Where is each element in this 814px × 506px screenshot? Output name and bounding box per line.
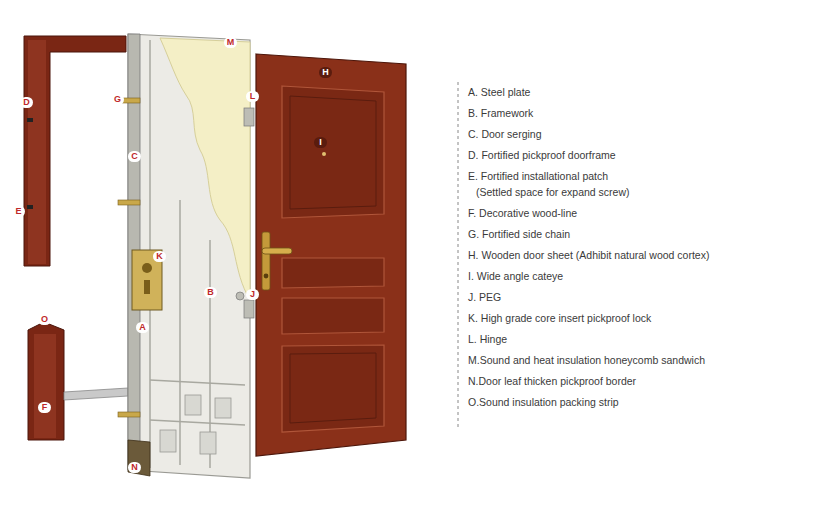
callout-letter: K: [153, 251, 166, 262]
part-legend-item: B. Framework: [468, 107, 533, 120]
callout-letter: L: [246, 91, 259, 102]
part-legend-item: M.Sound and heat insulation honeycomb sa…: [468, 354, 705, 367]
callout-letter: F: [38, 402, 51, 413]
part-legend-item: L. Hinge: [468, 333, 507, 346]
part-legend-item: J. PEG: [468, 291, 501, 304]
part-legend-item: K. High grade core insert pickproof lock: [468, 312, 651, 325]
part-legend-item: A. Steel plate: [468, 86, 530, 99]
callout-letter: O: [38, 314, 51, 325]
callout-letter: M: [224, 37, 237, 48]
part-legend-item: C. Door serging: [468, 128, 542, 141]
part-legend-item: O.Sound insulation packing strip: [468, 396, 619, 409]
callout-letter: J: [246, 289, 259, 300]
part-legend-item: (Settled space for expand screw): [476, 186, 630, 199]
part-legend-item: H. Wooden door sheet (Adhibit natural wo…: [468, 249, 709, 262]
callout-letter: G: [111, 94, 124, 105]
part-legend-item: D. Fortified pickproof doorframe: [468, 149, 616, 162]
callout-letter: H: [319, 67, 332, 78]
part-legend-item: E. Fortified installational patch: [468, 170, 608, 183]
callout-letter: I: [314, 137, 327, 148]
part-legend-item: G. Fortified side chain: [468, 228, 570, 241]
callout-letter: E: [12, 206, 25, 217]
callout-letter: A: [136, 322, 149, 333]
callout-letter: D: [20, 97, 33, 108]
part-legend-item: I. Wide angle cateye: [468, 270, 563, 283]
callout-letter: B: [204, 287, 217, 298]
part-legend-item: F. Decorative wood-line: [468, 207, 577, 220]
callout-letter: C: [128, 151, 141, 162]
part-legend-item: N.Door leaf thicken pickproof border: [468, 375, 636, 388]
callout-letter: N: [128, 462, 141, 473]
